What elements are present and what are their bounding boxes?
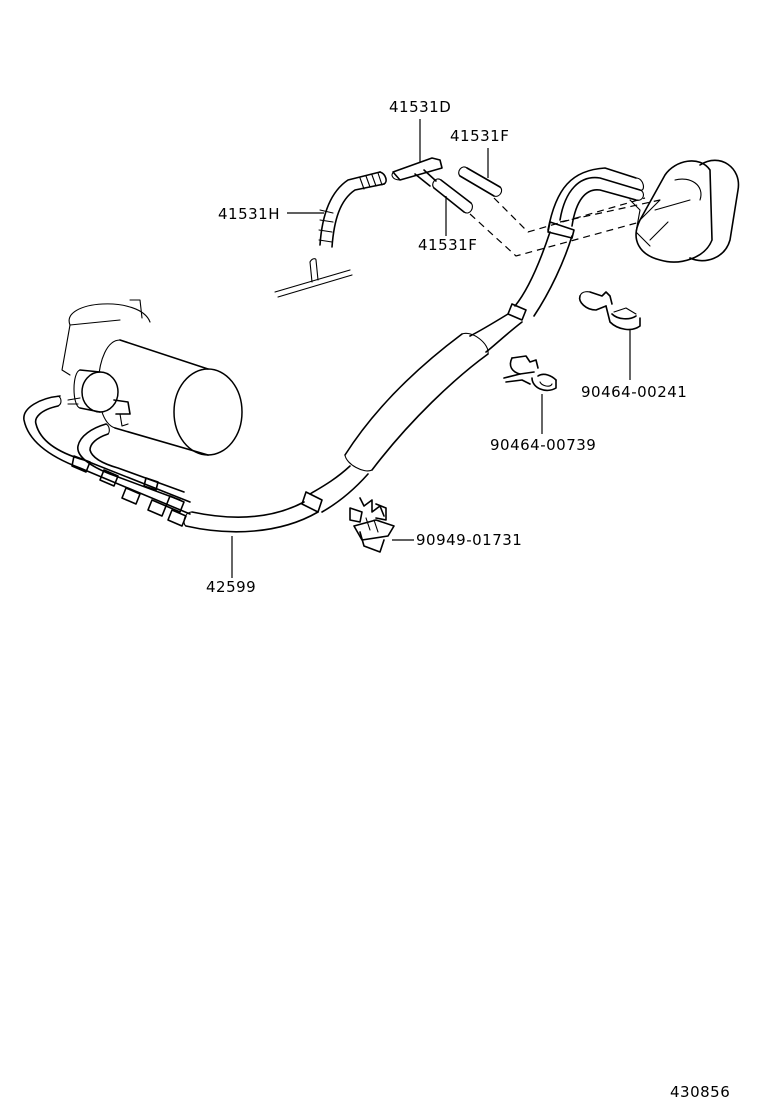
label-41531h: 41531H <box>218 205 280 223</box>
clip-90949-01731[interactable] <box>349 497 395 553</box>
hidden-hose-routing <box>469 197 661 257</box>
label-41531f-lower: 41531F <box>418 236 478 254</box>
label-41531f-upper: 41531F <box>450 127 510 145</box>
label-42599: 42599 <box>206 578 257 596</box>
hose-41531f-upper[interactable] <box>458 166 503 197</box>
body-panel-line <box>274 258 353 298</box>
figure-number: 430856 <box>670 1083 731 1101</box>
label-90464-00739: 90464-00739 <box>490 436 597 454</box>
valve-assembly-right <box>629 159 740 263</box>
hose-41531h[interactable] <box>318 171 387 248</box>
clamp-90464-00739[interactable] <box>503 355 557 392</box>
clamp-90464-00241[interactable] <box>578 291 641 331</box>
fuel-line-bundle-left <box>23 395 191 527</box>
label-90949-01731: 90949-01731 <box>416 531 523 549</box>
hose-41531d[interactable] <box>391 157 443 187</box>
hose-41531f-lower[interactable] <box>432 178 473 214</box>
label-90464-00241: 90464-00241 <box>581 383 688 401</box>
label-41531d: 41531D <box>389 98 452 116</box>
canister-left <box>61 299 243 456</box>
leader-lines <box>231 119 631 578</box>
